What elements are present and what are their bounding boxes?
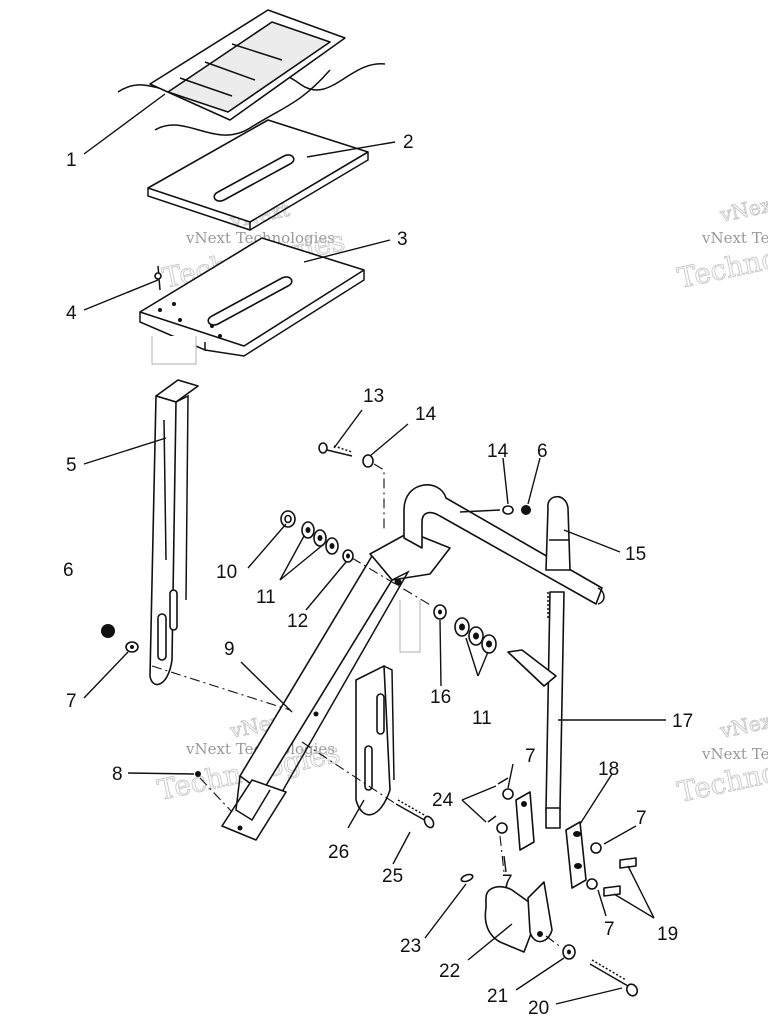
callout-11: 11 <box>472 708 492 729</box>
part-7-washer <box>502 788 514 800</box>
part-6-nut-right <box>521 505 531 515</box>
part-11-washer-stack <box>301 521 339 555</box>
callout-5: 5 <box>66 455 77 476</box>
part-7-washer <box>590 842 602 854</box>
link-plate-left <box>515 791 535 851</box>
part-19-pin <box>619 857 637 869</box>
part-2-upper-plate <box>147 119 369 231</box>
callout-8: 8 <box>112 764 123 785</box>
callout-7: 7 <box>636 808 647 829</box>
callout-12: 12 <box>287 611 308 632</box>
part-9-lever-arm <box>221 531 451 841</box>
part-26-guide-plate <box>355 665 395 816</box>
callout-13: 13 <box>363 386 384 407</box>
callout-22: 22 <box>439 961 460 982</box>
watermark-text: vNext <box>717 191 768 227</box>
callout-15: 15 <box>625 544 646 565</box>
part-19-pin <box>603 885 621 897</box>
centerline <box>499 835 505 873</box>
callout-6: 6 <box>63 560 74 581</box>
callout-19: 19 <box>657 924 678 945</box>
part-7-washer <box>496 822 508 834</box>
leader-lines <box>83 93 666 1005</box>
part-15-knob <box>545 495 571 571</box>
part-14-washer-right <box>502 505 514 515</box>
part-13-bolt <box>318 442 353 457</box>
washer-hole <box>438 609 442 615</box>
watermark-text: vNext Technologies <box>701 745 768 763</box>
callout-26: 26 <box>328 842 349 863</box>
part-6-nut <box>101 624 115 638</box>
part-1-floor-grille <box>117 9 386 136</box>
callout-14: 14 <box>487 441 509 462</box>
washer-hole <box>130 645 134 649</box>
callout-21: 21 <box>487 986 508 1007</box>
part-7-washer <box>586 878 598 890</box>
part-10-nut <box>280 510 296 528</box>
part-25-bolt <box>395 799 435 829</box>
callout-6: 6 <box>537 441 548 462</box>
part-11-washer-stack-right <box>454 617 497 654</box>
part-5-vertical-bracket <box>149 379 199 686</box>
watermark-text: vNext Technologies <box>185 229 335 247</box>
callout-7: 7 <box>525 746 536 767</box>
part-23-key <box>460 873 474 883</box>
hidden-edge <box>151 336 197 365</box>
callout-25: 25 <box>382 866 403 887</box>
centerline <box>151 665 291 711</box>
callout-18: 18 <box>598 759 619 780</box>
callout-14: 14 <box>415 404 437 425</box>
part-8-screw <box>195 771 201 777</box>
callout-1: 1 <box>66 150 77 171</box>
callout-24: 24 <box>432 790 454 811</box>
callout-7: 7 <box>502 872 513 893</box>
part-14-washer <box>362 454 374 468</box>
watermark-text: vNext <box>717 707 768 743</box>
centerline <box>199 777 233 813</box>
part-20-bolt <box>589 959 639 997</box>
callout-3: 3 <box>397 229 408 250</box>
part-3-lower-plate <box>139 237 365 357</box>
centerline <box>373 463 385 530</box>
callout-7: 7 <box>66 691 77 712</box>
callout-10: 10 <box>216 562 237 583</box>
centerline <box>545 935 563 949</box>
washer-hole <box>346 553 350 559</box>
callout-2: 2 <box>403 132 414 153</box>
callout-20: 20 <box>528 998 549 1019</box>
centerline <box>351 557 433 607</box>
callout-7: 7 <box>604 919 615 940</box>
part-24-cotter-pin <box>497 777 509 785</box>
callout-16: 16 <box>430 687 451 708</box>
leader-line <box>459 509 501 513</box>
callout-17: 17 <box>672 711 693 732</box>
callout-4: 4 <box>66 303 77 324</box>
callout-labels: 1 2 3 4 5 6 6 7 7 7 7 7 8 9 10 11 11 12 … <box>63 132 693 1019</box>
part-24-cotter-pin <box>487 815 497 823</box>
watermark-text: vNext Technologies <box>701 229 768 247</box>
callout-11: 11 <box>256 587 276 608</box>
washer-hole <box>567 949 571 955</box>
part-18-link-plate <box>565 821 587 889</box>
part-4-pin <box>154 265 162 291</box>
part-22-pivot-block <box>484 881 553 953</box>
callout-23: 23 <box>400 936 421 957</box>
callout-9: 9 <box>224 639 235 660</box>
part-17-shift-lever <box>399 484 605 829</box>
